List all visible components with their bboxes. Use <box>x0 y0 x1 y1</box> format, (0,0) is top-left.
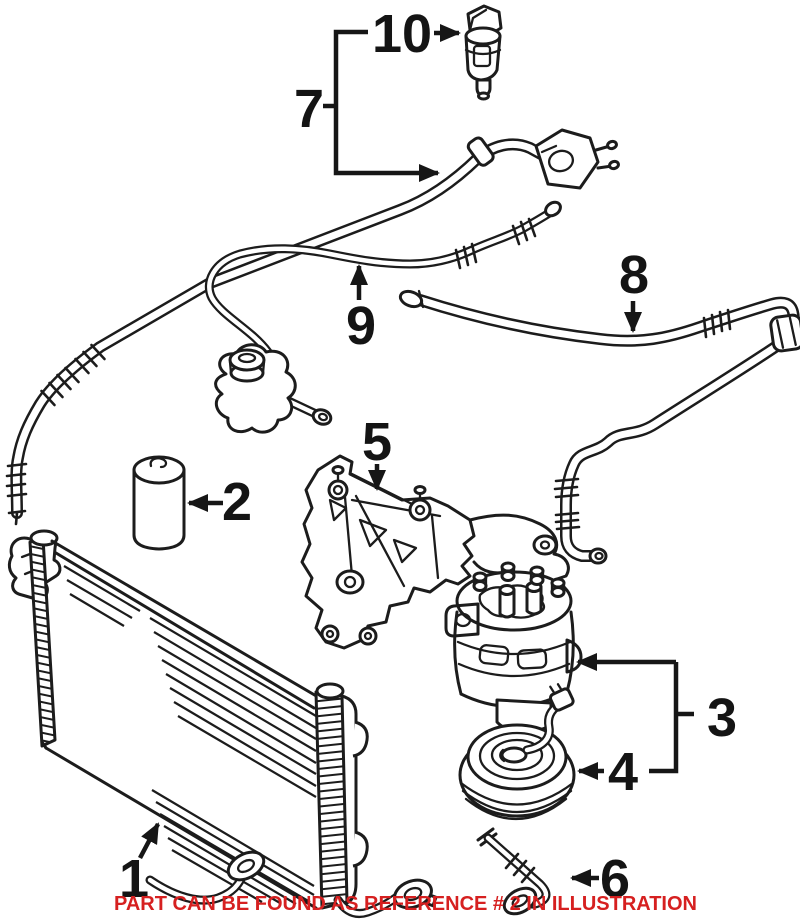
hose-end-fitting <box>398 289 608 565</box>
condenser-outlet-pipe <box>333 878 438 918</box>
pipe-ribs <box>504 852 536 884</box>
callout-2: 2 <box>187 472 252 532</box>
callout-3-label: 3 <box>707 688 737 748</box>
part-10-valve-drawing <box>464 4 503 101</box>
bolt-bosses <box>320 465 432 646</box>
callout-9-label: 9 <box>346 296 376 356</box>
callout-5-label: 5 <box>362 412 392 472</box>
caption-text: PART CAN BE FOUND AS REFERENCE # 2 IN IL… <box>114 893 697 915</box>
part-7-hose-assembly-drawing <box>5 128 620 526</box>
callout-7-label: 7 <box>294 79 324 139</box>
callout-4-label: 4 <box>608 742 638 802</box>
callout-10: 10 <box>372 4 461 64</box>
part-8-hose-drawing <box>398 289 800 565</box>
callout-4: 4 <box>577 742 638 802</box>
callout-8-label: 8 <box>619 245 649 305</box>
callout-6: 6 <box>570 849 630 909</box>
callouts: 1 2 3 4 5 6 7 8 <box>119 4 737 909</box>
part-1-condenser-drawing <box>7 529 438 918</box>
hose-clamp <box>466 136 495 167</box>
part-3-compressor-drawing <box>444 561 583 738</box>
hose-ribs <box>553 308 732 531</box>
part-2-receiver-drier-drawing <box>132 455 186 551</box>
callout-6-label: 6 <box>600 849 630 909</box>
junction-block <box>214 343 297 434</box>
callout-10-label: 10 <box>372 4 432 64</box>
callout-5: 5 <box>362 412 392 491</box>
pipe-ribs <box>454 217 537 270</box>
hose-clamp <box>769 313 800 353</box>
callout-8: 8 <box>619 245 649 333</box>
callout-1: 1 <box>119 822 160 909</box>
callout-3: 3 <box>576 653 737 774</box>
compressor-studs <box>472 561 566 619</box>
condenser-left-tank <box>28 529 59 748</box>
condenser-fins <box>63 565 317 905</box>
part-5-bracket-drawing <box>300 454 570 650</box>
callout-7: 7 <box>294 29 440 182</box>
part-9-pipe-drawing <box>204 200 562 434</box>
clutch-connector-plug <box>548 683 575 712</box>
hose-mount-bracket <box>534 128 620 190</box>
callout-9: 9 <box>346 264 376 356</box>
callout-2-label: 2 <box>222 472 252 532</box>
hose-ribs <box>5 343 106 526</box>
condenser-inlet-pipe <box>145 850 266 905</box>
part-6-pipe-drawing <box>476 827 551 916</box>
condenser-right-tank <box>314 682 369 910</box>
callout-1-label: 1 <box>119 849 149 909</box>
part-4-clutch-pulley-drawing <box>458 683 576 820</box>
